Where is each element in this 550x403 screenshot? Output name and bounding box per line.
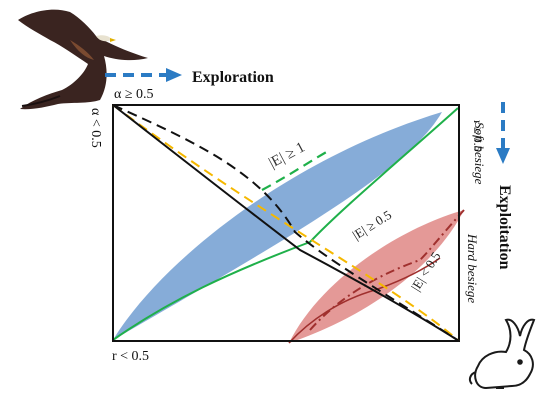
r-lt-label: r < 0.5 — [112, 349, 149, 364]
hawk-icon — [18, 9, 148, 110]
hard-besiege-label: Hard besiege — [465, 233, 480, 303]
alpha-lt-label: α < 0.5 — [88, 108, 103, 148]
green-boundary-dashed — [261, 149, 331, 191]
r-ge-label: r ≥ 0.5 — [471, 120, 485, 152]
diagram-frame — [112, 104, 460, 342]
exploitation-label: Exploitation — [496, 185, 513, 270]
alpha-ge-label: α ≥ 0.5 — [114, 87, 154, 102]
yellow-dashed-diagonal — [112, 104, 460, 342]
blue-energy-region — [113, 112, 442, 340]
energy-ge-1-label: |E| ≥ 1 — [266, 139, 307, 171]
black-solid-curve — [112, 104, 460, 342]
black-dashed-curve — [112, 104, 460, 342]
exploration-label: Exploration — [192, 69, 274, 86]
red-energy-region — [289, 210, 464, 343]
green-boundary-lower — [112, 107, 459, 341]
soft-besiege-label: Soft besiege — [472, 122, 487, 185]
exploration-arrow — [105, 68, 182, 82]
energy-ge-05-label: |E| ≥ 0.5 — [350, 207, 394, 243]
rabbit-icon — [468, 318, 536, 390]
exploitation-arrow — [496, 102, 510, 164]
